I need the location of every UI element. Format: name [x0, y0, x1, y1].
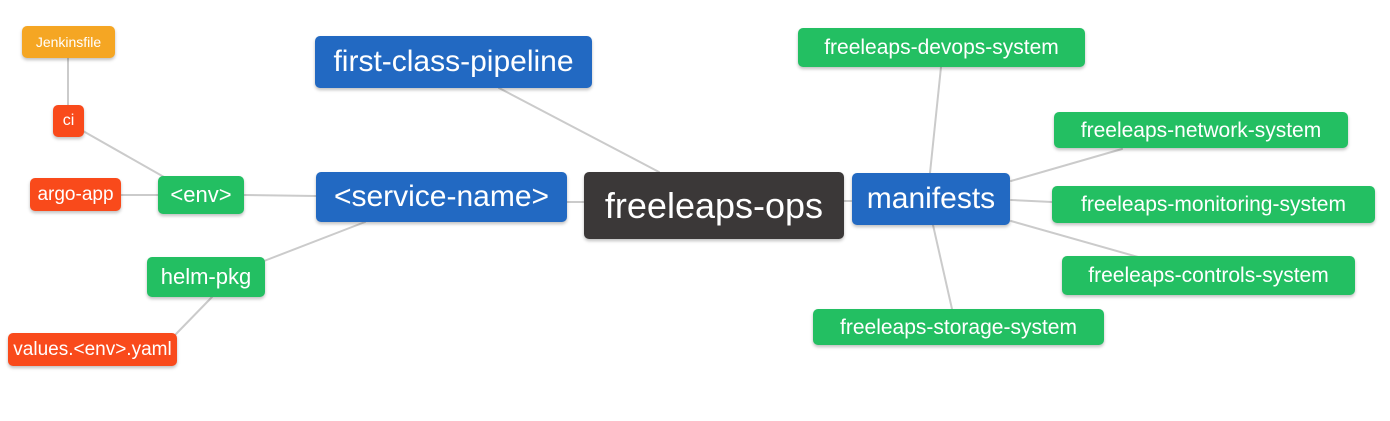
node-label: ci — [62, 112, 75, 129]
node-label: values.<env>.yaml — [13, 339, 172, 360]
node-values-env-yaml[interactable]: values.<env>.yaml — [8, 333, 177, 366]
node-helm-pkg[interactable]: helm-pkg — [147, 257, 265, 297]
edge-manifests--freeleaps-devops-system — [929, 66, 942, 174]
edge-first-class-pipeline--freeleaps-ops — [498, 87, 660, 173]
edge-ci--env — [82, 130, 165, 178]
node-argo-app[interactable]: argo-app — [30, 178, 121, 211]
node-label: freeleaps-controls-system — [1088, 264, 1329, 287]
node-label: Jenkinsfile — [35, 34, 102, 50]
node-freeleaps-devops-system[interactable]: freeleaps-devops-system — [798, 28, 1085, 67]
node-label: freeleaps-monitoring-system — [1081, 193, 1346, 216]
node-label: freeleaps-storage-system — [840, 315, 1077, 339]
node-manifests[interactable]: manifests — [852, 173, 1010, 225]
node-jenkinsfile[interactable]: Jenkinsfile — [22, 26, 115, 58]
node-label: <env> — [170, 182, 232, 207]
edge-manifests--freeleaps-monitoring-system — [1010, 199, 1053, 203]
node-freeleaps-network-system[interactable]: freeleaps-network-system — [1054, 112, 1348, 148]
node-label: manifests — [866, 182, 996, 215]
node-label: freeleaps-devops-system — [824, 36, 1059, 59]
node-label: freeleaps-ops — [604, 184, 824, 226]
edge-service-name--helm-pkg — [263, 221, 366, 262]
edge-env--service-name — [243, 194, 317, 197]
node-freeleaps-controls-system[interactable]: freeleaps-controls-system — [1062, 256, 1355, 295]
node-label: first-class-pipeline — [333, 45, 574, 78]
node-label: <service-name> — [333, 180, 550, 213]
edge-manifests--freeleaps-network-system — [1010, 148, 1123, 182]
node-env[interactable]: <env> — [158, 176, 244, 214]
edge-manifests--freeleaps-controls-system — [1010, 220, 1139, 258]
node-label: argo-app — [37, 184, 114, 205]
node-freeleaps-storage-system[interactable]: freeleaps-storage-system — [813, 309, 1104, 345]
edge-values-env-yaml--helm-pkg — [175, 296, 213, 335]
edge-manifests--freeleaps-storage-system — [932, 224, 953, 310]
node-freeleaps-ops[interactable]: freeleaps-ops — [584, 172, 844, 239]
node-service-name[interactable]: <service-name> — [316, 172, 567, 222]
node-ci[interactable]: ci — [53, 105, 84, 137]
node-freeleaps-monitoring-system[interactable]: freeleaps-monitoring-system — [1052, 186, 1375, 223]
node-first-class-pipeline[interactable]: first-class-pipeline — [315, 36, 592, 88]
node-label: freeleaps-network-system — [1080, 118, 1322, 142]
node-label: helm-pkg — [160, 264, 252, 289]
